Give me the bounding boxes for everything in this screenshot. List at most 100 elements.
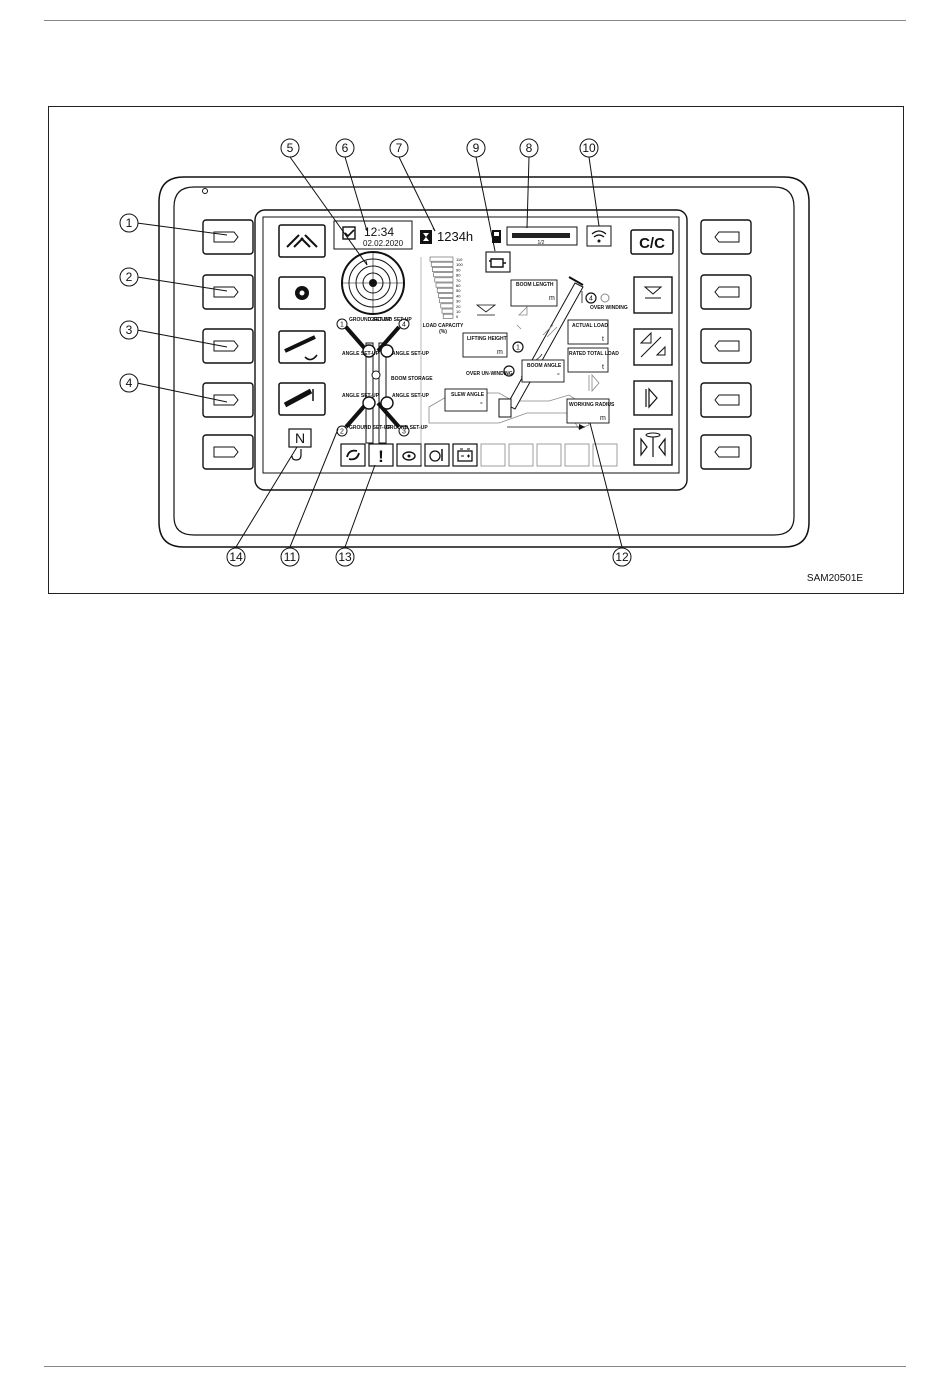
- actual-load-box: [567, 319, 609, 345]
- warning-icon-row: !: [340, 443, 618, 467]
- svg-text:11: 11: [284, 550, 297, 564]
- load-capacity-tick: 80: [456, 273, 461, 278]
- cc-label: C/C: [639, 235, 665, 252]
- load-capacity-segment: [435, 282, 454, 288]
- monitor-drawing: N 12:34 02.02.2020 1234h 1/2 C/C: [119, 138, 863, 584]
- outrigger-marker-1: 1: [340, 322, 344, 329]
- rated-total-load-box: [567, 347, 609, 373]
- svg-text:2: 2: [126, 270, 133, 284]
- stop-button[interactable]: [633, 380, 673, 416]
- load-capacity-tick: 70: [456, 278, 461, 283]
- boom-angle-label: BOOM ANGLE: [527, 363, 562, 369]
- load-capacity-segment: [432, 267, 454, 272]
- footer-rule: [44, 1366, 906, 1367]
- svg-text:5: 5: [287, 141, 294, 155]
- load-capacity-segment: [434, 277, 454, 283]
- svg-text:10: 10: [582, 141, 596, 155]
- ground-setup-fl: GROUND SET-UP: [349, 317, 391, 323]
- callout-14: 14: [226, 547, 246, 567]
- engine-check-icon: [489, 258, 506, 268]
- left-key-2[interactable]: [202, 274, 254, 310]
- load-capacity-unit: (%): [439, 329, 447, 335]
- outrigger-marker-4: 4: [402, 322, 406, 329]
- svg-text:14: 14: [229, 550, 243, 564]
- load-capacity-segment: [440, 303, 454, 309]
- load-capacity-tick: 0: [456, 314, 459, 319]
- load-capacity-tick: 60: [456, 283, 461, 288]
- working-radius-unit: m: [600, 415, 606, 422]
- oil-pressure-icon: [402, 451, 416, 461]
- fuel-pump-icon: [492, 230, 501, 243]
- hook-stow-button[interactable]: [633, 276, 673, 314]
- clock-date: 02.02.2020: [363, 239, 404, 248]
- left-key-4[interactable]: [202, 382, 254, 418]
- boom-marker-4: 4: [589, 296, 593, 303]
- cc-button[interactable]: [630, 229, 674, 255]
- right-key-3[interactable]: [700, 328, 752, 364]
- right-key-1[interactable]: [700, 219, 752, 255]
- alert-icon: !: [378, 447, 384, 466]
- settings-button[interactable]: [278, 276, 326, 310]
- left-key-1[interactable]: [202, 219, 254, 255]
- angle-setup-fl: ANGLE SET-UP: [342, 351, 380, 357]
- boom-storage-label: BOOM STORAGE: [391, 376, 433, 382]
- slew-lock-button[interactable]: [633, 428, 673, 466]
- figure-id: SAM20501E: [807, 573, 863, 584]
- header-rule: [44, 20, 906, 21]
- load-capacity-segment: [438, 293, 454, 298]
- over-unwinding-label: OVER UN-WINDING: [466, 371, 513, 377]
- actual-load-label: ACTUAL LOAD: [572, 323, 608, 329]
- clock-time: 12:34: [364, 225, 394, 239]
- ground-setup-rl: GROUND SET-UP: [349, 425, 391, 431]
- wifi-icon: [591, 230, 607, 243]
- outrigger-neutral-button[interactable]: N: [288, 428, 312, 461]
- load-capacity-segment: [441, 308, 454, 314]
- load-capacity-tick: 20: [456, 304, 461, 309]
- right-key-4[interactable]: [700, 382, 752, 418]
- svg-text:6: 6: [342, 141, 349, 155]
- callout-7: 7: [389, 138, 409, 158]
- callout-2: 2: [119, 267, 139, 287]
- angle-setup-fr: ANGLE SET-UP: [392, 351, 430, 357]
- lifting-height-label: LIFTING HEIGHT: [467, 336, 507, 342]
- load-capacity-segment: [442, 313, 454, 319]
- right-key-2[interactable]: [700, 274, 752, 310]
- wireless-box: [586, 225, 612, 247]
- load-capacity-segment: [430, 261, 454, 267]
- load-capacity-title: LOAD CAPACITY: [423, 323, 464, 329]
- working-radius-label: WORKING RADIUS: [569, 402, 615, 408]
- load-capacity-segment: [439, 298, 454, 304]
- boom-telescope-button[interactable]: [278, 330, 326, 364]
- slew-angle-box: [444, 388, 488, 412]
- callout-12: 12: [612, 547, 632, 567]
- callout-9: 9: [466, 138, 486, 158]
- callout-8: 8: [519, 138, 539, 158]
- boom-angle-unit: °: [557, 372, 560, 380]
- ground-setup-rr: GROUND SET-UP: [386, 425, 428, 431]
- boom-raise-button[interactable]: [278, 382, 326, 416]
- svg-text:1: 1: [126, 216, 133, 230]
- actual-load-unit: t: [602, 336, 604, 343]
- boom-length-unit: m: [549, 295, 555, 302]
- left-key-3[interactable]: [202, 328, 254, 364]
- coolant-temp-icon: [429, 449, 443, 462]
- right-key-5[interactable]: [700, 434, 752, 470]
- load-capacity-tick: 100: [456, 262, 463, 267]
- callout-4: 4: [119, 373, 139, 393]
- boom-marker-1: 1: [516, 345, 520, 352]
- boom-swing-button[interactable]: [278, 224, 326, 258]
- callout-13: 13: [335, 547, 355, 567]
- callout-10: 10: [579, 138, 599, 158]
- leader-lines: [136, 156, 623, 548]
- boom-extend-button[interactable]: [633, 328, 673, 366]
- svg-text:9: 9: [473, 141, 480, 155]
- angle-setup-rl: ANGLE SET-UP: [342, 393, 380, 399]
- load-capacity-tick: 90: [456, 267, 461, 272]
- left-key-5[interactable]: [202, 434, 254, 470]
- load-capacity-tick: 30: [456, 299, 461, 304]
- slew-angle-label: SLEW ANGLE: [451, 392, 485, 398]
- outrigger-marker-2: 2: [340, 429, 344, 436]
- svg-text:7: 7: [396, 141, 403, 155]
- crane-diagram: 4 1 OVER WINDING OVER UN-WINDING BOOM LE…: [428, 251, 628, 430]
